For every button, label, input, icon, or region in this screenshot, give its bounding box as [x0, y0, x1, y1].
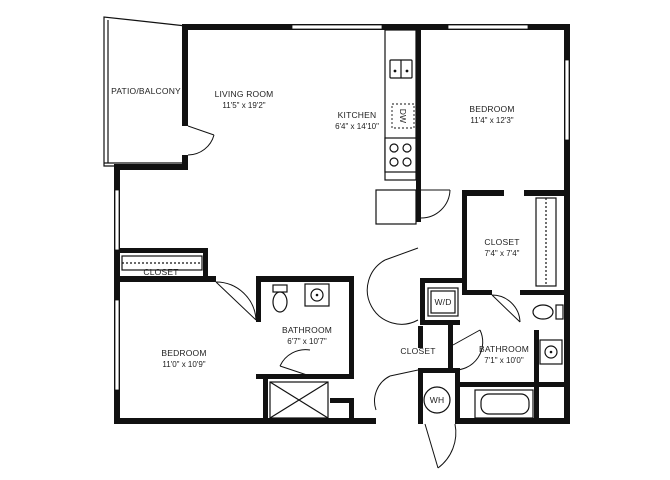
bedroom2-label: BEDROOM	[161, 348, 206, 358]
closet3-label: CLOSET	[400, 346, 435, 356]
washer-dryer-label: W/D	[434, 297, 451, 307]
closet1-size: 7'4" x 7'4"	[485, 249, 520, 258]
stove-icon	[384, 137, 417, 173]
kitchen-counter: DW	[375, 29, 417, 225]
bedroom1-size: 11'4" x 12'3"	[470, 116, 513, 125]
toilet-icon	[532, 304, 564, 320]
closet-shelving	[121, 197, 557, 287]
bathroom2-label: BATHROOM	[479, 344, 529, 354]
water-heater: WH	[423, 386, 451, 414]
kitchen-label: KITCHEN	[338, 110, 377, 120]
closet2-label: CLOSET	[143, 267, 178, 277]
bathroom1-fixtures	[269, 283, 330, 419]
patio-label: PATIO/BALCONY	[111, 86, 181, 96]
patio-outline	[103, 16, 187, 167]
living-room-label: LIVING ROOM	[215, 89, 274, 99]
bathroom1-size: 6'7" x 10'7"	[287, 337, 327, 346]
toilet-icon	[272, 284, 288, 313]
bathroom1-label: BATHROOM	[282, 325, 332, 335]
dishwasher-label: DW	[398, 109, 408, 124]
room-labels: PATIO/BALCONY LIVING ROOM 11'5" x 19'2" …	[111, 86, 529, 369]
sink-icon	[304, 283, 330, 307]
sink-icon	[389, 59, 413, 79]
kitchen-size: 6'4" x 14'10"	[335, 122, 379, 131]
windows	[114, 24, 570, 391]
interior-walls	[114, 24, 570, 424]
doors	[187, 125, 521, 469]
closet1-label: CLOSET	[484, 237, 519, 247]
bedroom1-label: BEDROOM	[469, 104, 514, 114]
bathtub-icon	[474, 389, 534, 419]
refrigerator-icon	[375, 189, 417, 225]
sink-icon	[539, 339, 563, 365]
washer-dryer: W/D	[427, 287, 459, 317]
shower-icon	[269, 381, 329, 419]
bedroom2-size: 11'0" x 10'9"	[162, 360, 205, 369]
bathroom2-fixtures	[474, 304, 564, 419]
living-room-size: 11'5" x 19'2"	[222, 101, 265, 110]
water-heater-label: WH	[430, 395, 445, 405]
bathroom2-size: 7'1" x 10'0"	[484, 356, 524, 365]
dishwasher-icon: DW	[391, 103, 415, 129]
